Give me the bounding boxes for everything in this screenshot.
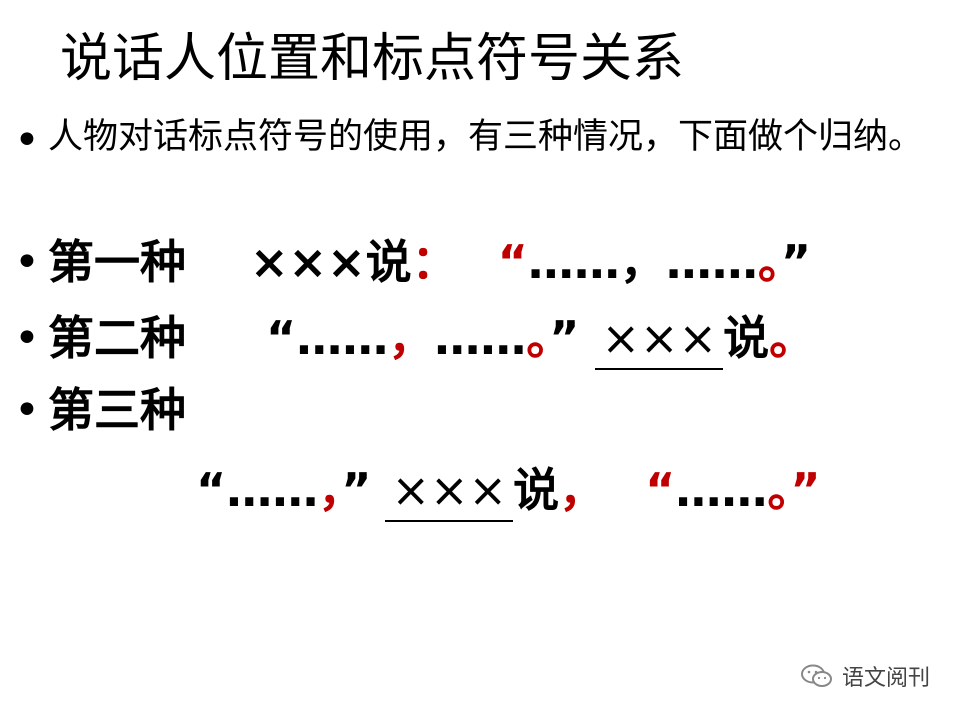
- case1-label: 第一种: [48, 235, 186, 289]
- case2-row: 第二种“……，……。”×××说。: [48, 308, 815, 370]
- case3-say: 说: [513, 463, 560, 517]
- case3-row: “……，”×××说，“……。”: [196, 460, 821, 522]
- case2-end-period: 。: [769, 311, 816, 365]
- bullet-marker-case1: •: [14, 237, 40, 288]
- wechat-icon: [800, 664, 832, 687]
- case1-quote-open: “: [497, 235, 528, 289]
- case3-mid-comma: ，: [559, 463, 606, 517]
- case3-period: 。: [767, 463, 791, 517]
- case1-quote-close: ”: [780, 235, 812, 289]
- case1-colon: ：: [411, 235, 458, 289]
- case3-quote-close2: ”: [790, 463, 821, 517]
- case3-comma: ，: [318, 463, 342, 517]
- case1-ellipsis1: ……: [527, 235, 620, 289]
- case3-quote-close: ”: [341, 463, 372, 517]
- case3-speaker: ×××: [385, 460, 514, 522]
- watermark-text: 语文阅刊: [841, 666, 930, 691]
- case3-quote-open2: “: [645, 463, 676, 517]
- watermark: 语文阅刊: [800, 660, 930, 692]
- case3-label: 第三种: [48, 383, 186, 437]
- case2-comma: ，: [388, 311, 435, 365]
- bullet-marker-case3: •: [14, 385, 40, 436]
- bullet-marker-intro: •: [14, 115, 40, 166]
- case3-ellipsis1: ……: [226, 463, 319, 517]
- case1-comma: ，: [619, 235, 666, 289]
- page-title: 说话人位置和标点符号关系: [60, 29, 685, 89]
- case2-say: 说: [723, 311, 770, 365]
- case2-period: 。: [526, 311, 550, 365]
- case2-label: 第二种: [48, 311, 186, 365]
- intro-text: 人物对话标点符号的使用，有三种情况，下面做个归纳。: [48, 117, 924, 157]
- case1-speaker: ×××说: [250, 235, 412, 289]
- case1-period: 。: [757, 235, 781, 289]
- case2-quote-close: ”: [549, 311, 580, 365]
- case2-quote-open: “: [266, 311, 297, 365]
- case3-ellipsis2: ……: [675, 463, 768, 517]
- case1-ellipsis2: ……: [665, 235, 758, 289]
- case3-quote-open: “: [196, 463, 227, 517]
- bullet-marker-case2: •: [14, 313, 40, 364]
- case1-row: 第一种×××说：“……，……。”: [48, 232, 811, 292]
- case2-ellipsis2: ……: [434, 311, 527, 365]
- case2-ellipsis1: ……: [296, 311, 389, 365]
- case2-speaker: ×××: [595, 308, 724, 370]
